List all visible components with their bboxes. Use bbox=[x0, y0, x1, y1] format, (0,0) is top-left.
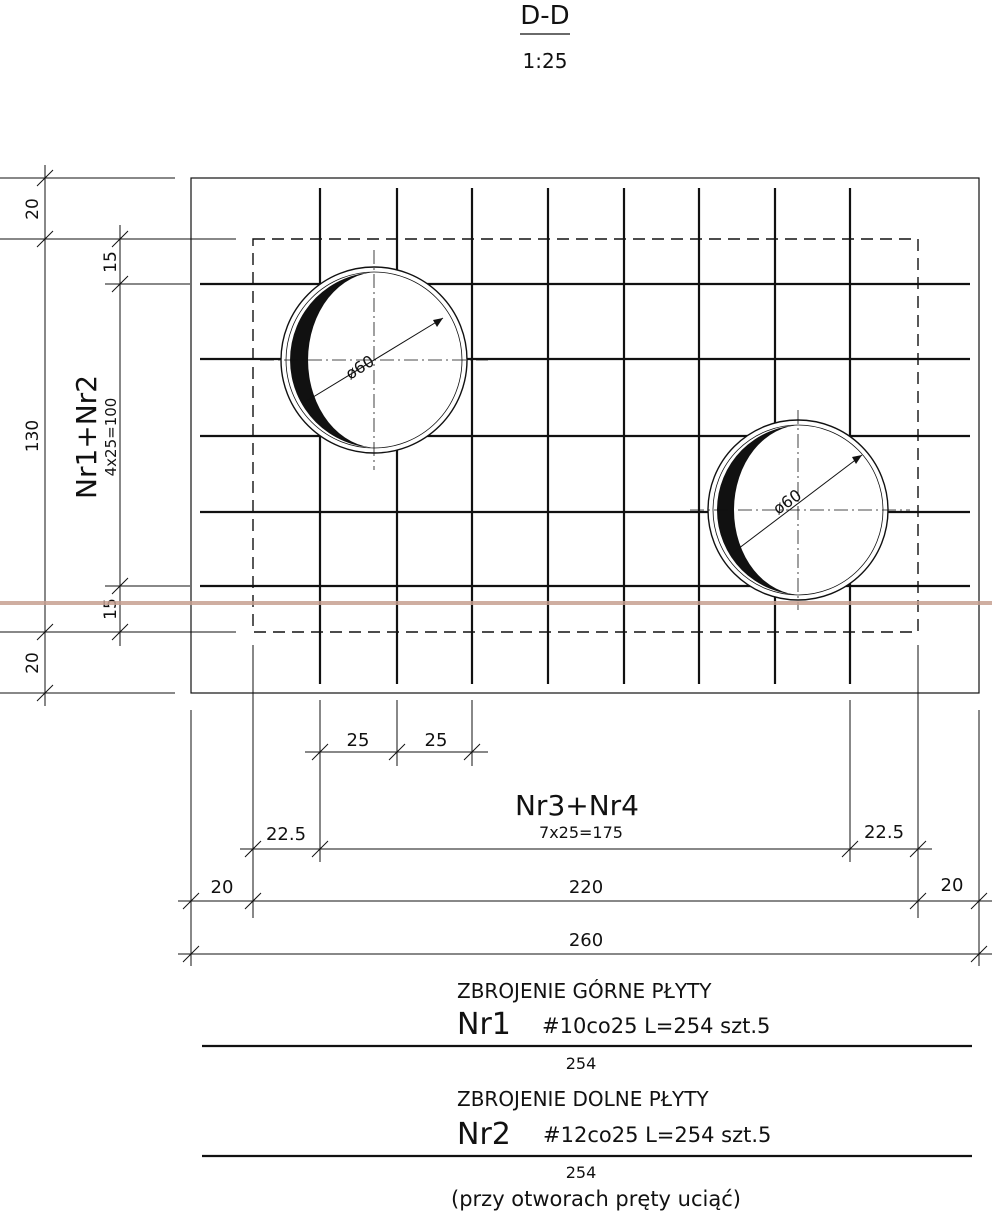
dim-upper-edge: 15 bbox=[101, 251, 121, 273]
bottom-bar-spec: #12co25 L=254 szt.5 bbox=[543, 1123, 771, 1147]
cut-at-openings-note: (przy otworach pręty uciąć) bbox=[451, 1187, 741, 1211]
dim-inner-height: 130 bbox=[23, 420, 43, 452]
bar-group-spacing-vertical: 4x25=100 bbox=[102, 398, 120, 477]
section-scale: 1:25 bbox=[523, 49, 568, 73]
dim-left-edge: 22.5 bbox=[266, 824, 306, 845]
top-bar-spec: #10co25 L=254 szt.5 bbox=[542, 1014, 770, 1038]
top-bar-length: 254 bbox=[566, 1054, 597, 1073]
bottom-reinforcement-title: ZBROJENIE DOLNE PŁYTY bbox=[457, 1087, 709, 1111]
opening-1-dia-line bbox=[304, 317, 444, 403]
horizontal-dimensions: 25 25 Nr3+Nr4 7x25=175 22.5 22.5 20 220 … bbox=[178, 645, 992, 966]
opening-2-shading bbox=[717, 425, 802, 595]
bottom-bar-mark: Nr2 bbox=[457, 1117, 511, 1152]
dim-left-cover: 20 bbox=[211, 877, 234, 898]
dim-overall-width: 260 bbox=[569, 930, 603, 951]
top-reinforcement-title: ZBROJENIE GÓRNE PŁYTY bbox=[457, 979, 712, 1003]
bar-schedule: ZBROJENIE GÓRNE PŁYTY Nr1 #10co25 L=254 … bbox=[202, 979, 972, 1211]
opening-1: ø60 bbox=[260, 250, 488, 470]
slab-outline bbox=[190, 177, 980, 694]
dim-top-cover: 20 bbox=[23, 198, 43, 220]
dim-spacing-b: 25 bbox=[425, 730, 448, 751]
vertical-dimensions: 20 15 130 15 20 Nr1+Nr2 4x25=100 bbox=[0, 165, 236, 706]
top-bar-mark: Nr1 bbox=[457, 1007, 511, 1042]
dim-spacing-a: 25 bbox=[347, 730, 370, 751]
bar-group-label-vertical: Nr1+Nr2 bbox=[70, 375, 103, 499]
opening-2: ø60 bbox=[690, 410, 910, 610]
section-title: D-D bbox=[520, 1, 569, 31]
bar-group-spacing-horizontal: 7x25=175 bbox=[539, 823, 623, 842]
dim-right-edge: 22.5 bbox=[864, 822, 904, 843]
opening-1-shading bbox=[290, 272, 378, 448]
bar-group-label-horizontal: Nr3+Nr4 bbox=[515, 789, 639, 822]
bottom-bar-length: 254 bbox=[566, 1163, 597, 1182]
dim-inner-width: 220 bbox=[569, 877, 603, 898]
opening-2-dia-line bbox=[729, 454, 863, 556]
dim-right-cover: 20 bbox=[941, 875, 964, 896]
dim-bottom-cover: 20 bbox=[23, 652, 43, 674]
